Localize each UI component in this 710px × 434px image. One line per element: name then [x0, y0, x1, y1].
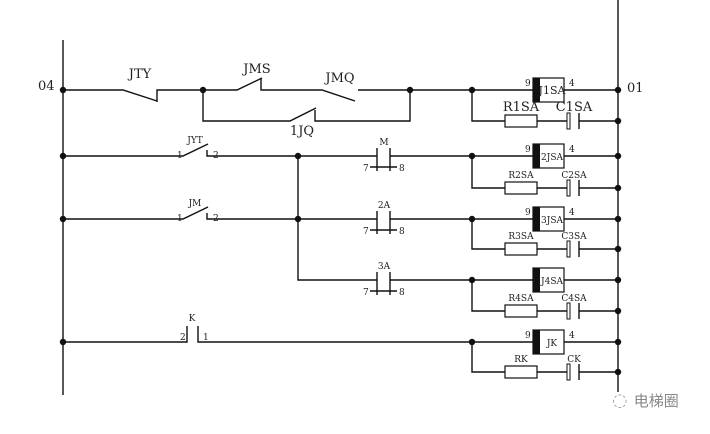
relay-label: J4SA — [540, 277, 563, 287]
resistor-label: R3SA — [508, 232, 534, 242]
relay-pin-out: 4 — [569, 145, 575, 155]
relay-coil-bar — [533, 330, 540, 354]
junction-dot — [614, 368, 622, 376]
resistor — [504, 114, 538, 128]
snubber-wire — [471, 90, 505, 122]
switch-pin: 2 — [180, 333, 186, 343]
junction-dot — [614, 307, 622, 315]
switch-1jq — [202, 90, 411, 122]
contact-pin: 8 — [399, 227, 405, 237]
capacitor-label: C2SA — [561, 171, 587, 181]
capacitor-label: C1SA — [556, 100, 593, 115]
watermark: ◌ 电梯圈 — [612, 390, 679, 411]
switch-jms — [203, 77, 356, 102]
capacitor-plate — [566, 179, 571, 197]
switch-label: JM — [188, 199, 202, 209]
relay-label: JK — [546, 339, 558, 349]
contact-pin: 7 — [363, 164, 369, 174]
switch-k — [63, 326, 472, 343]
junction-dot — [614, 276, 622, 284]
switch-pin: 1 — [177, 214, 183, 224]
relay-label: 2JSA — [541, 153, 563, 163]
contact-pin: 7 — [363, 227, 369, 237]
capacitor-label: CK — [567, 355, 581, 365]
contact-label: 3A — [378, 262, 391, 272]
switch-pin: 2 — [213, 214, 219, 224]
relay-coil-bar — [533, 268, 540, 292]
switch-jty — [63, 89, 203, 102]
snubber-wire — [471, 156, 505, 189]
junction-dot — [614, 338, 622, 346]
relay-coil-bar — [533, 144, 540, 168]
resistor-label: R4SA — [508, 294, 534, 304]
contact-pin: 8 — [399, 164, 405, 174]
switch-pin: 1 — [203, 333, 209, 343]
switch-label: JYT — [186, 136, 203, 146]
switch-1jq-label: 1JQ — [290, 124, 314, 139]
relay-coil-bar — [533, 78, 540, 102]
relay-pin-out: 4 — [569, 331, 575, 341]
relay-pin-in: 9 — [525, 79, 531, 89]
resistor-label: RK — [514, 355, 528, 365]
relay-pin-out: 4 — [569, 79, 575, 89]
row-wire — [297, 156, 472, 281]
capacitor-plate — [566, 363, 571, 381]
relay-label: J1SA — [538, 84, 567, 97]
contact-label: 2A — [378, 201, 391, 211]
switch-pin: 2 — [213, 151, 219, 161]
switch-pin: 1 — [177, 151, 183, 161]
resistor-label: R2SA — [508, 171, 534, 181]
capacitor-label: C3SA — [561, 232, 587, 242]
terminal-left-label: 04 — [38, 79, 55, 94]
contact-label: M — [379, 138, 388, 148]
junction-dot — [614, 152, 622, 160]
resistor — [504, 365, 538, 379]
resistor — [504, 304, 538, 318]
switch-jmq-label: JMQ — [323, 71, 354, 86]
snubber-wire — [471, 342, 505, 373]
relay-pin-out: 4 — [569, 208, 575, 218]
junction-dot — [614, 184, 622, 192]
junction-dot — [614, 215, 622, 223]
contact-pin: 7 — [363, 288, 369, 298]
capacitor-plate — [566, 240, 571, 258]
row-wire — [63, 143, 472, 157]
switch-jty-label: JTY — [127, 67, 152, 82]
watermark-text: 电梯圈 — [633, 392, 679, 410]
capacitor-plate — [566, 112, 571, 130]
relay-pin-in: 9 — [525, 331, 531, 341]
switch-k-label: K — [189, 314, 196, 324]
switch-jms-label: JMS — [241, 62, 270, 77]
row-wire — [63, 206, 472, 220]
relay-pin-in: 9 — [525, 145, 531, 155]
resistor-label: R1SA — [503, 100, 540, 115]
junction-dot — [614, 117, 622, 125]
terminal-right-label: 01 — [627, 81, 644, 96]
junction-dot — [614, 245, 622, 253]
resistor — [504, 242, 538, 256]
relay-pin-in: 9 — [525, 208, 531, 218]
junction-dot — [614, 86, 622, 94]
resistor — [504, 181, 538, 195]
snubber-wire — [471, 219, 505, 250]
wechat-icon: ◌ — [612, 390, 628, 411]
relay-coil-bar — [533, 207, 540, 231]
snubber-wire — [471, 280, 505, 312]
relay-label: 3JSA — [541, 216, 563, 226]
contact-pin: 8 — [399, 288, 405, 298]
capacitor-label: C4SA — [561, 294, 587, 304]
capacitor-plate — [566, 302, 571, 320]
